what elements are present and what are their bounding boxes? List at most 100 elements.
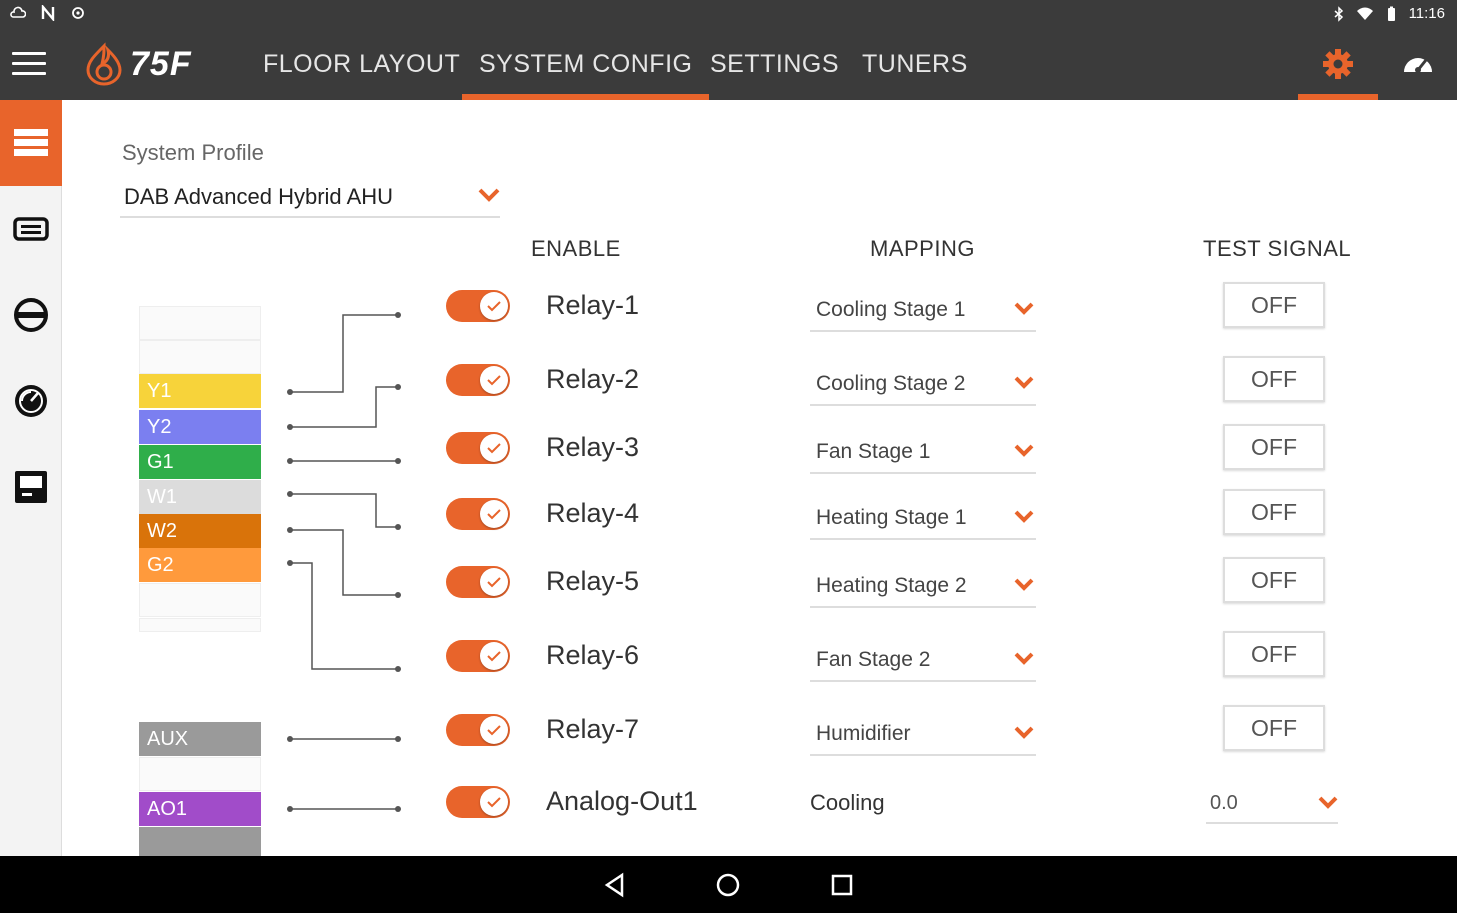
sync-icon <box>72 7 84 19</box>
tab-settings[interactable]: SETTINGS <box>710 50 840 78</box>
relay-5-test-button[interactable]: OFF <box>1223 557 1325 603</box>
system-profile-label: System Profile <box>122 140 264 165</box>
chevron-down-icon <box>1014 652 1034 665</box>
gear-icon[interactable] <box>1298 46 1378 100</box>
enable-column-header: ENABLE <box>531 236 621 261</box>
relay-1-mapping-dropdown[interactable]: Cooling Stage 1 <box>810 288 1036 332</box>
system-profile-icon[interactable] <box>0 100 62 186</box>
check-icon <box>487 725 501 736</box>
chevron-down-icon <box>1014 578 1034 591</box>
relay-7-toggle[interactable] <box>446 714 510 746</box>
terminal-w1: W1 <box>139 480 261 514</box>
relay-3-mapping-value: Fan Stage 1 <box>816 440 931 463</box>
relay-7-mapping-dropdown[interactable]: Humidifier <box>810 712 1036 756</box>
top-nav-bar: 75F FLOOR LAYOUT SYSTEM CONFIG SETTINGS … <box>0 28 1457 100</box>
relay-4-label: Relay-4 <box>546 498 640 528</box>
relay-5-label: Relay-5 <box>546 566 640 596</box>
system-config-panel: System Profile DAB Advanced Hybrid AHU E… <box>62 100 1457 857</box>
analog-out1-toggle[interactable] <box>446 786 510 818</box>
relay-4-mapping-dropdown[interactable]: Heating Stage 1 <box>810 496 1036 540</box>
menu-icon[interactable] <box>12 52 46 78</box>
system-profile-value: DAB Advanced Hybrid AHU <box>124 184 394 209</box>
recents-icon[interactable] <box>827 870 857 900</box>
chevron-down-icon <box>1014 302 1034 315</box>
terminal-blank <box>139 583 261 617</box>
cloud-icon <box>10 6 26 18</box>
check-icon <box>487 375 501 386</box>
relay-3-toggle[interactable] <box>446 432 510 464</box>
relay-7-test-button[interactable]: OFF <box>1223 705 1325 751</box>
relay-5-mapping-value: Heating Stage 2 <box>816 574 967 597</box>
test-signal-column-header: TEST SIGNAL <box>1203 236 1352 261</box>
sensor-icon[interactable] <box>0 358 62 444</box>
n-icon <box>41 5 55 21</box>
terminal-blank <box>139 827 261 857</box>
relay-2-mapping-value: Cooling Stage 2 <box>816 372 966 395</box>
relay-6-mapping-value: Fan Stage 2 <box>816 648 931 671</box>
flame-logo-icon <box>86 42 122 86</box>
check-icon <box>487 509 501 520</box>
chevron-down-icon <box>1318 796 1338 809</box>
check-icon <box>487 577 501 588</box>
relay-5-toggle[interactable] <box>446 566 510 598</box>
terminal-g2: G2 <box>139 548 261 582</box>
bluetooth-icon <box>1334 5 1343 22</box>
wifi-icon <box>1356 7 1373 20</box>
mapping-column-header: MAPPING <box>870 236 975 261</box>
android-nav-bar <box>0 856 1457 913</box>
system-profile-dropdown[interactable]: DAB Advanced Hybrid AHU <box>120 178 500 218</box>
relay-2-toggle[interactable] <box>446 364 510 396</box>
analog-out1-test-value: 0.0 <box>1210 792 1238 814</box>
relay-2-mapping-dropdown[interactable]: Cooling Stage 2 <box>810 362 1036 406</box>
dashboard-icon[interactable] <box>1398 46 1438 82</box>
terminal-g1: G1 <box>139 445 261 479</box>
relay-5-mapping-dropdown[interactable]: Heating Stage 2 <box>810 564 1036 608</box>
status-bar: 11:16 <box>0 0 1457 28</box>
chevron-down-icon <box>1014 376 1034 389</box>
tab-system-config[interactable]: SYSTEM CONFIG <box>461 46 710 100</box>
tab-floor-layout[interactable]: FLOOR LAYOUT <box>263 50 461 78</box>
battery-icon <box>1387 6 1395 21</box>
terminal-blank <box>139 757 261 791</box>
check-icon <box>487 651 501 662</box>
relay-1-test-button[interactable]: OFF <box>1223 282 1325 328</box>
relay-4-toggle[interactable] <box>446 498 510 530</box>
relay-6-label: Relay-6 <box>546 640 640 670</box>
check-icon <box>487 301 501 312</box>
home-icon[interactable] <box>713 870 743 900</box>
status-time: 11:16 <box>1408 5 1445 22</box>
terminal-aux: AUX <box>139 722 261 756</box>
chevron-down-icon <box>1014 726 1034 739</box>
relay-2-label: Relay-2 <box>546 364 640 394</box>
relay-1-mapping-value: Cooling Stage 1 <box>816 298 966 321</box>
check-icon <box>487 797 501 808</box>
analog-out1-label: Analog-Out1 <box>546 786 698 816</box>
tab-tuners[interactable]: TUNERS <box>862 50 968 78</box>
relay-3-label: Relay-3 <box>546 432 640 462</box>
terminal-blank <box>139 618 261 632</box>
display-icon[interactable] <box>0 444 62 530</box>
analog-out1-test-dropdown[interactable]: 0.0 <box>1206 784 1338 824</box>
relay-6-mapping-dropdown[interactable]: Fan Stage 2 <box>810 638 1036 682</box>
relay-3-mapping-dropdown[interactable]: Fan Stage 1 <box>810 430 1036 474</box>
ccu-icon[interactable] <box>0 272 62 358</box>
logo: 75F <box>84 42 192 86</box>
terminal-ao1: AO1 <box>139 792 261 826</box>
chevron-down-icon <box>478 188 500 202</box>
relay-6-toggle[interactable] <box>446 640 510 672</box>
wiring-diagram <box>287 312 401 812</box>
relay-1-toggle[interactable] <box>446 290 510 322</box>
relay-3-test-button[interactable]: OFF <box>1223 424 1325 470</box>
relay-2-test-button[interactable]: OFF <box>1223 356 1325 402</box>
module-icon[interactable] <box>0 186 62 272</box>
terminal-blank <box>139 306 261 340</box>
back-icon[interactable] <box>600 870 630 900</box>
left-rail <box>0 100 62 856</box>
relay-4-mapping-value: Heating Stage 1 <box>816 506 967 529</box>
relay-6-test-button[interactable]: OFF <box>1223 631 1325 677</box>
relay-1-label: Relay-1 <box>546 290 640 320</box>
relay-4-test-button[interactable]: OFF <box>1223 489 1325 535</box>
relay-7-label: Relay-7 <box>546 714 640 744</box>
terminal-y2: Y2 <box>139 410 261 444</box>
